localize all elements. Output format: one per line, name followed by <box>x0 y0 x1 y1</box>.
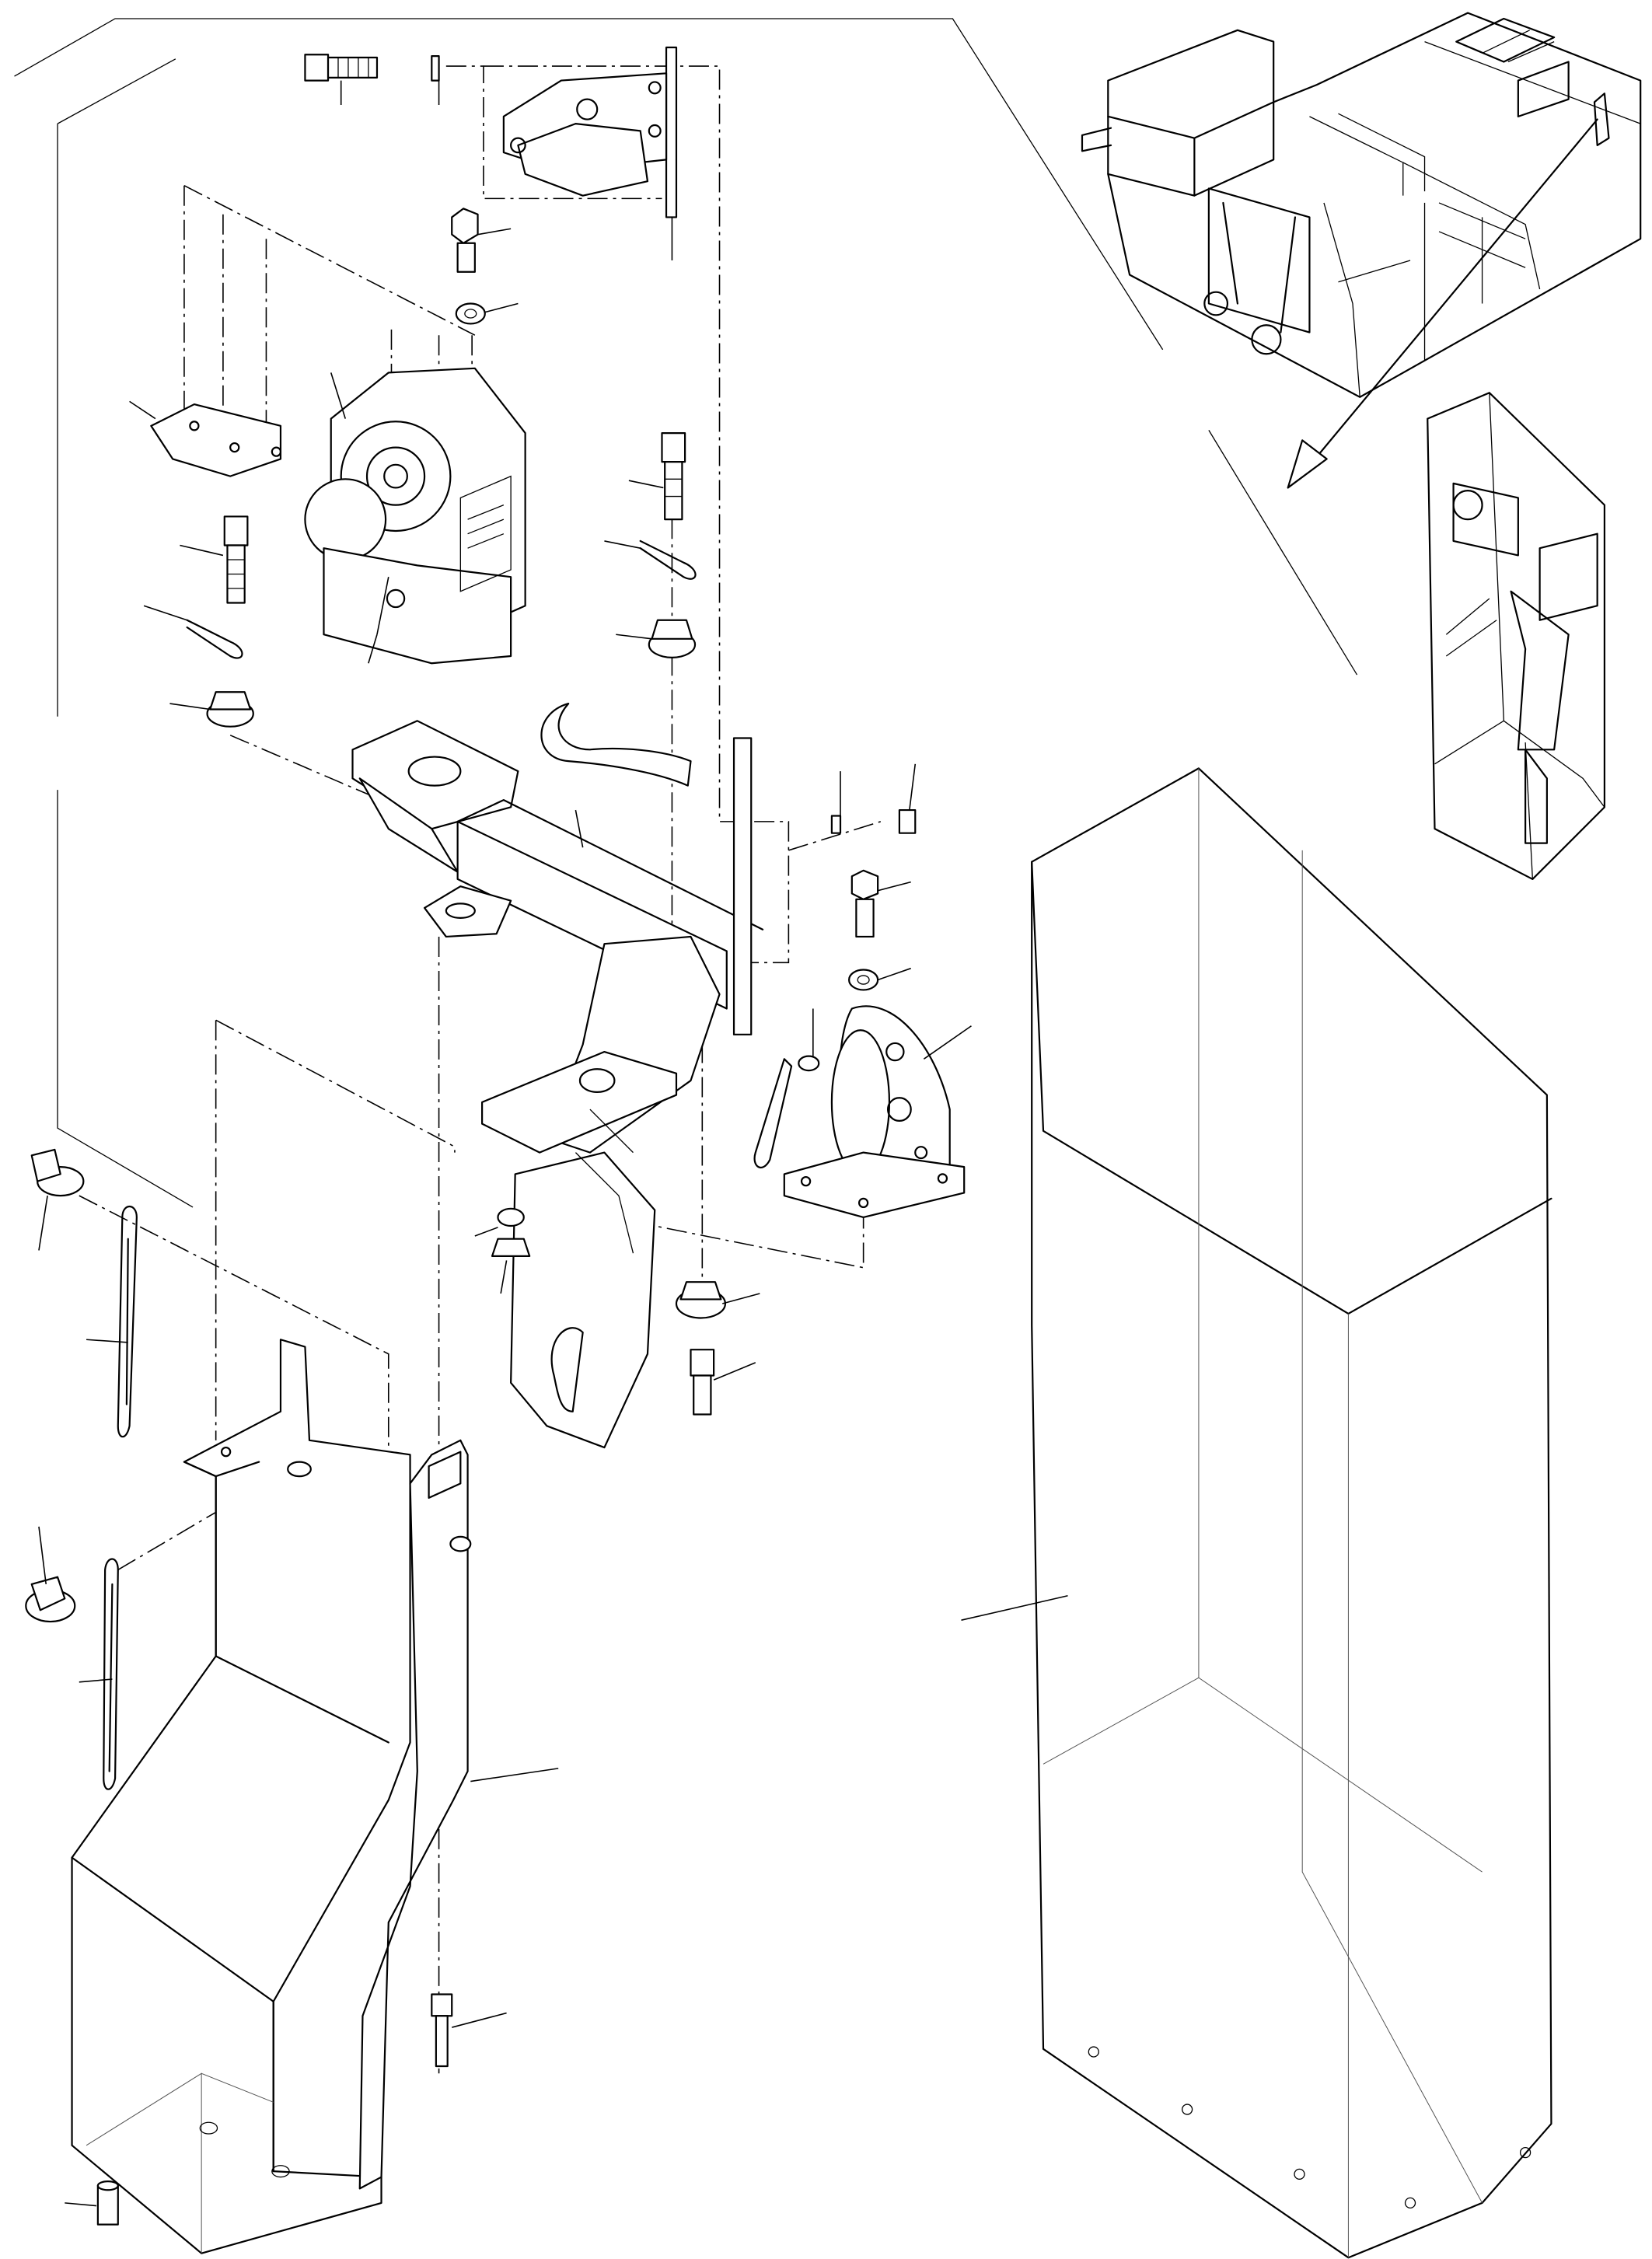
cable-pin <box>755 1009 819 1168</box>
leader-lines <box>331 372 389 634</box>
snatch-block <box>784 1006 972 1217</box>
socket-screw-left <box>180 516 247 602</box>
side-pins <box>832 764 915 833</box>
machine-overview <box>1082 13 1640 488</box>
cotter-pin-left <box>144 606 242 658</box>
sheet-frame <box>15 19 1357 1207</box>
safety-cable-upper <box>86 1206 137 1437</box>
safety-cable-lower <box>79 1559 118 1789</box>
flange-nut-left-2 <box>26 1527 75 1622</box>
winch <box>305 368 525 663</box>
screw-washer-upper <box>452 208 518 323</box>
lower-bracket <box>482 937 719 1447</box>
bolt-right <box>849 871 911 990</box>
cable-guard <box>72 1339 559 2253</box>
spacer-bushing <box>65 2181 117 2225</box>
cotter-pin-right <box>604 541 695 579</box>
top-pulley-bracket <box>504 47 676 260</box>
flange-nut-far-left <box>32 1150 84 1251</box>
top-bolt <box>305 54 438 105</box>
cover-panel <box>961 768 1551 2257</box>
mounting-plate <box>130 401 281 476</box>
flange-nut-right <box>616 620 695 658</box>
long-bolt <box>431 1994 506 2066</box>
socket-screw-right <box>629 433 685 519</box>
socket-screw-lower <box>691 1349 756 1414</box>
nuts-center <box>475 1209 529 1294</box>
flange-nut-lower <box>676 1282 760 1318</box>
flange-nut-left <box>169 692 253 726</box>
detail-inset <box>1427 393 1605 879</box>
